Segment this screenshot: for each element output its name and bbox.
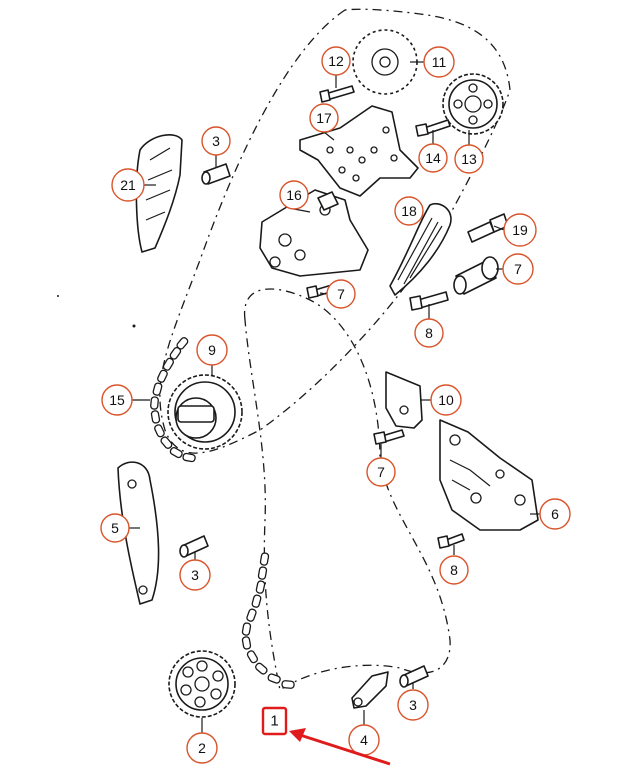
guide-rail-21 (135, 134, 183, 253)
svg-text:21: 21 (120, 177, 136, 193)
speck (132, 324, 136, 328)
callout-17: 16 (279, 180, 309, 210)
bolt-15 (415, 119, 451, 137)
callout-3-middle: 3 (179, 559, 211, 591)
callout-11: 10 (430, 384, 462, 416)
callout-8: 7 (502, 253, 534, 285)
svg-text:16: 16 (286, 187, 302, 203)
bracket-11 (385, 371, 423, 429)
camshaft-adjuster-12 (352, 29, 418, 95)
pin-3-bottom (399, 665, 429, 688)
callout-9: 8 (414, 318, 444, 348)
bolt-13 (319, 85, 355, 103)
svg-text:6: 6 (551, 506, 559, 522)
callout-5: 5 (100, 513, 130, 543)
svg-text:3: 3 (191, 567, 199, 583)
lower-chain-path (244, 288, 451, 692)
callout-15: 14 (418, 143, 448, 173)
callout-14: 13 (454, 144, 484, 174)
callout-12: 11 (423, 46, 455, 78)
callout-16: 15 (101, 384, 133, 416)
tensioner-housing-6 (439, 419, 539, 531)
callout-19: 18 (394, 196, 424, 226)
callout-3-bottom: 3 (397, 689, 429, 721)
chain-16 (150, 337, 196, 463)
callout-20: 19 (503, 213, 537, 247)
callout-2: 2 (186, 732, 218, 764)
svg-text:8: 8 (450, 562, 458, 578)
callout-4: 4 (348, 724, 380, 756)
callout-18: 17 (309, 103, 339, 133)
callout-7-middle: 7 (366, 457, 396, 487)
svg-text:15: 15 (109, 392, 125, 408)
sprocket-14 (442, 73, 504, 135)
pin-3-top (201, 163, 231, 185)
callout-7-bottom: 8 (439, 555, 469, 585)
svg-text:2: 2 (198, 740, 206, 756)
bracket-18 (299, 105, 419, 197)
callout-1-highlighted[interactable]: 1 (261, 706, 288, 736)
svg-text:8: 8 (425, 325, 433, 341)
callout-6: 6 (539, 498, 571, 530)
chain-tensioner-8 (453, 256, 499, 295)
svg-text:14: 14 (425, 150, 441, 166)
callout-21: 21 (111, 168, 145, 202)
speck (57, 295, 59, 297)
svg-text:7: 7 (514, 261, 522, 277)
upper-chain-path (159, 8, 511, 454)
svg-text:7: 7 (377, 464, 385, 480)
red-arrow-icon (289, 728, 391, 766)
tensioner-4 (351, 671, 389, 709)
svg-text:3: 3 (409, 697, 417, 713)
callout-13: 12 (321, 46, 351, 76)
callout-3-top: 3 (201, 126, 231, 156)
svg-text:19: 19 (512, 222, 528, 238)
svg-text:17: 17 (316, 110, 332, 126)
chain-1 (241, 552, 295, 689)
sprocket-10 (167, 374, 243, 450)
tensioning-rail-19 (389, 203, 452, 296)
svg-text:1: 1 (270, 713, 278, 730)
callout-7-top: 7 (326, 279, 356, 309)
svg-text:12: 12 (328, 53, 344, 69)
bolt-7-middle (373, 429, 405, 445)
svg-text:10: 10 (438, 392, 454, 408)
svg-text:18: 18 (401, 203, 417, 219)
crankshaft-sprocket-2 (168, 650, 236, 718)
svg-text:9: 9 (208, 342, 216, 358)
svg-text:4: 4 (360, 732, 368, 748)
bolt-9 (409, 291, 449, 311)
svg-text:13: 13 (461, 151, 477, 167)
svg-text:3: 3 (212, 133, 220, 149)
callout-10: 9 (196, 334, 228, 366)
bolt-7-bottom (437, 533, 465, 549)
tensioner-bracket-17 (259, 189, 369, 277)
svg-text:7: 7 (337, 286, 345, 302)
svg-text:5: 5 (111, 520, 119, 536)
pin-3-middle (179, 535, 209, 558)
svg-text:11: 11 (432, 54, 447, 70)
sensor-20 (467, 213, 509, 243)
